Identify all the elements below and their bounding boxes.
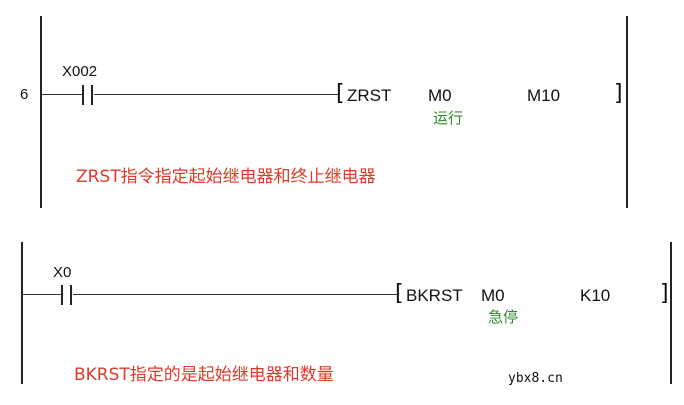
device-comment: 急停 — [488, 308, 519, 326]
right-power-rail — [626, 16, 628, 208]
instruction-close-bracket: ] — [660, 281, 669, 306]
instruction-close-bracket: ] — [614, 81, 623, 106]
operand-start: M0 — [428, 86, 452, 105]
contact-right-bar — [91, 85, 93, 105]
wire-segment — [22, 294, 61, 295]
normally-open-contact[interactable] — [59, 284, 75, 306]
normally-open-contact[interactable] — [80, 84, 96, 106]
instruction-name: ZRST — [347, 86, 392, 105]
step-number: 6 — [20, 86, 29, 103]
left-power-rail — [40, 16, 42, 208]
annotation-note: BKRST指定的是起始继电器和数量 — [74, 365, 334, 385]
contact-right-bar — [70, 285, 72, 305]
operand-start: M0 — [481, 286, 505, 305]
operand-end: M10 — [527, 86, 561, 105]
operand-count: K10 — [580, 286, 611, 305]
wire-segment — [41, 94, 82, 95]
wire-segment — [73, 294, 398, 295]
right-power-rail — [670, 242, 672, 384]
instruction-open-bracket: [ — [395, 281, 404, 306]
contact-left-bar — [61, 285, 63, 305]
device-comment: 运行 — [433, 109, 464, 127]
wire-segment — [94, 94, 338, 95]
annotation-note: ZRST指令指定起始继电器和终止继电器 — [76, 167, 376, 187]
watermark: ybx8.cn — [508, 371, 563, 386]
instruction-name: BKRST — [406, 286, 463, 305]
contact-left-bar — [82, 85, 84, 105]
contact-address: X0 — [53, 264, 72, 281]
instruction-open-bracket: [ — [336, 81, 345, 106]
contact-address: X002 — [62, 63, 98, 80]
left-power-rail — [21, 242, 23, 384]
